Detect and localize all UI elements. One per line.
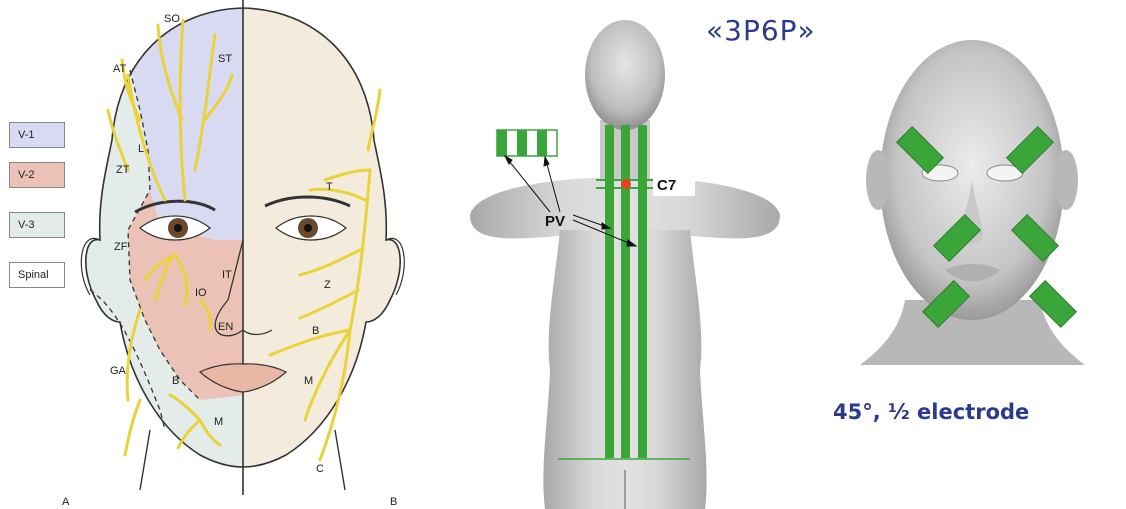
label-so: SO <box>164 13 180 25</box>
label-c7: C7 <box>657 177 676 194</box>
label-ga: GA <box>110 365 127 377</box>
label-at: AT <box>113 63 127 75</box>
label-zt: ZT <box>116 164 130 176</box>
label-zf: ZF <box>114 241 128 253</box>
electrode-strip-1 <box>605 125 614 458</box>
electrode-strip-2 <box>621 125 630 458</box>
electrode-sample <box>497 130 557 156</box>
label-b-left: B <box>172 375 179 387</box>
label-z: Z <box>324 279 331 291</box>
back-diagram: C7 PV <box>470 20 780 509</box>
label-io: IO <box>195 287 207 299</box>
label-panel-a: A <box>62 496 70 508</box>
label-l: L <box>138 143 144 155</box>
label-m-right: M <box>304 375 313 387</box>
electrode-caption: 45°, ½ electrode <box>833 400 1029 424</box>
label-m-left: M <box>214 416 223 428</box>
label-c: C <box>316 463 324 475</box>
face-nerve-diagram: SO ST AT L ZT ZF IO IT EN GA B M T Z B M… <box>62 0 443 509</box>
label-it: IT <box>222 269 232 281</box>
electrode-strip-3 <box>638 125 647 458</box>
label-t: T <box>326 181 333 193</box>
back-diagram-title: «3P6P» <box>706 14 816 47</box>
c7-marker <box>621 179 631 189</box>
label-b-right: B <box>312 325 319 337</box>
face-electrode-diagram <box>860 20 1085 370</box>
label-panel-b: B <box>390 496 397 508</box>
label-en: EN <box>218 321 233 333</box>
label-pv: PV <box>545 213 565 230</box>
label-st: ST <box>218 53 232 65</box>
